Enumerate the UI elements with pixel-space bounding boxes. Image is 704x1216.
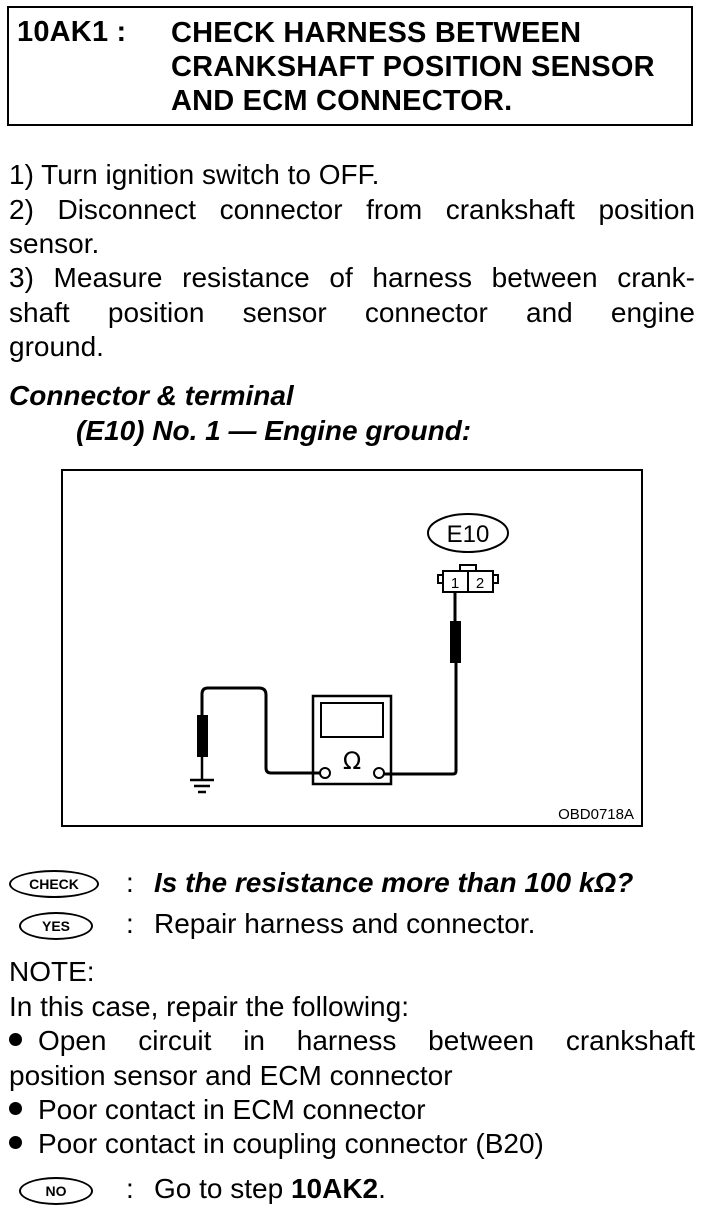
- note-item-3: Poor contact in coupling connector (B20): [9, 1127, 544, 1161]
- step-id: 10AK1 :: [17, 16, 127, 48]
- figure-code: OBD0718A: [558, 806, 634, 823]
- procedure-step-3-line-3: ground.: [9, 331, 104, 362]
- connector-pin-1: 1: [451, 575, 459, 592]
- bullet-icon: [9, 1033, 22, 1047]
- check-badge: CHECK: [9, 870, 99, 898]
- bullet-icon: [9, 1102, 22, 1116]
- no-action: Go to step 10AK2.: [154, 1173, 386, 1204]
- procedure-step-3-line-1: 3) Measure resistance of harness between…: [9, 262, 695, 293]
- yes-badge: YES: [19, 912, 93, 940]
- procedure-step-3-line-2: shaft position sensor connector and engi…: [9, 297, 695, 328]
- left-lead: [200, 686, 320, 775]
- note-item-1-line-2: position sensor and ECM connector: [9, 1060, 453, 1091]
- step-title-line-3: AND ECM CONNECTOR.: [171, 85, 513, 117]
- no-separator: :: [126, 1173, 134, 1204]
- yes-action: Repair harness and connector.: [154, 908, 536, 939]
- step-title-line-1: CHECK HARNESS BETWEEN: [171, 17, 582, 49]
- ohmmeter-icon: Ω: [311, 694, 393, 786]
- connector-label-oval: [427, 513, 509, 553]
- bullet-icon: [9, 1136, 22, 1150]
- right-lead: [383, 663, 458, 776]
- spec-detail: (E10) No. 1 — Engine ground:: [76, 415, 472, 446]
- ground-icon: [190, 778, 214, 794]
- check-question: Is the resistance more than 100 kΩ?: [154, 867, 634, 898]
- spec-heading: Connector & terminal: [9, 380, 294, 411]
- left-probe-icon: [197, 715, 208, 757]
- procedure-step-1: 1) Turn ignition switch to OFF.: [9, 159, 380, 190]
- note-label: NOTE:: [9, 956, 95, 987]
- yes-separator: :: [126, 908, 134, 939]
- no-badge: NO: [19, 1177, 93, 1205]
- check-separator: :: [126, 867, 134, 898]
- no-action-step: 10AK2: [290, 1173, 379, 1204]
- wiring-diagram: E10 1 2 Ω: [190, 513, 634, 823]
- note-intro: In this case, repair the following:: [9, 991, 409, 1022]
- step-title: CHECK HARNESS BETWEEN CRANKSHAFT POSITIO…: [171, 16, 691, 118]
- procedure-step-2-line-2: sensor.: [9, 228, 100, 259]
- procedure-step-2-line-1: 2) Disconnect connector from crankshaft …: [9, 194, 695, 225]
- step-header: 10AK1 : CHECK HARNESS BETWEEN CRANKSHAFT…: [7, 6, 693, 126]
- wiring-figure: E10 1 2 Ω: [61, 469, 643, 827]
- connector-e10-icon: 1 2: [437, 564, 499, 593]
- note-item-1-line-1: Open circuit in harness between cranksha…: [9, 1024, 695, 1058]
- step-title-line-2: CRANKSHAFT POSITION SENSOR: [171, 51, 655, 83]
- note-item-2: Poor contact in ECM connector: [9, 1093, 426, 1127]
- connector-label: E10: [447, 521, 490, 548]
- right-probe-icon: [450, 621, 461, 663]
- meter-symbol: Ω: [343, 747, 361, 775]
- connector-pin-2: 2: [476, 575, 484, 592]
